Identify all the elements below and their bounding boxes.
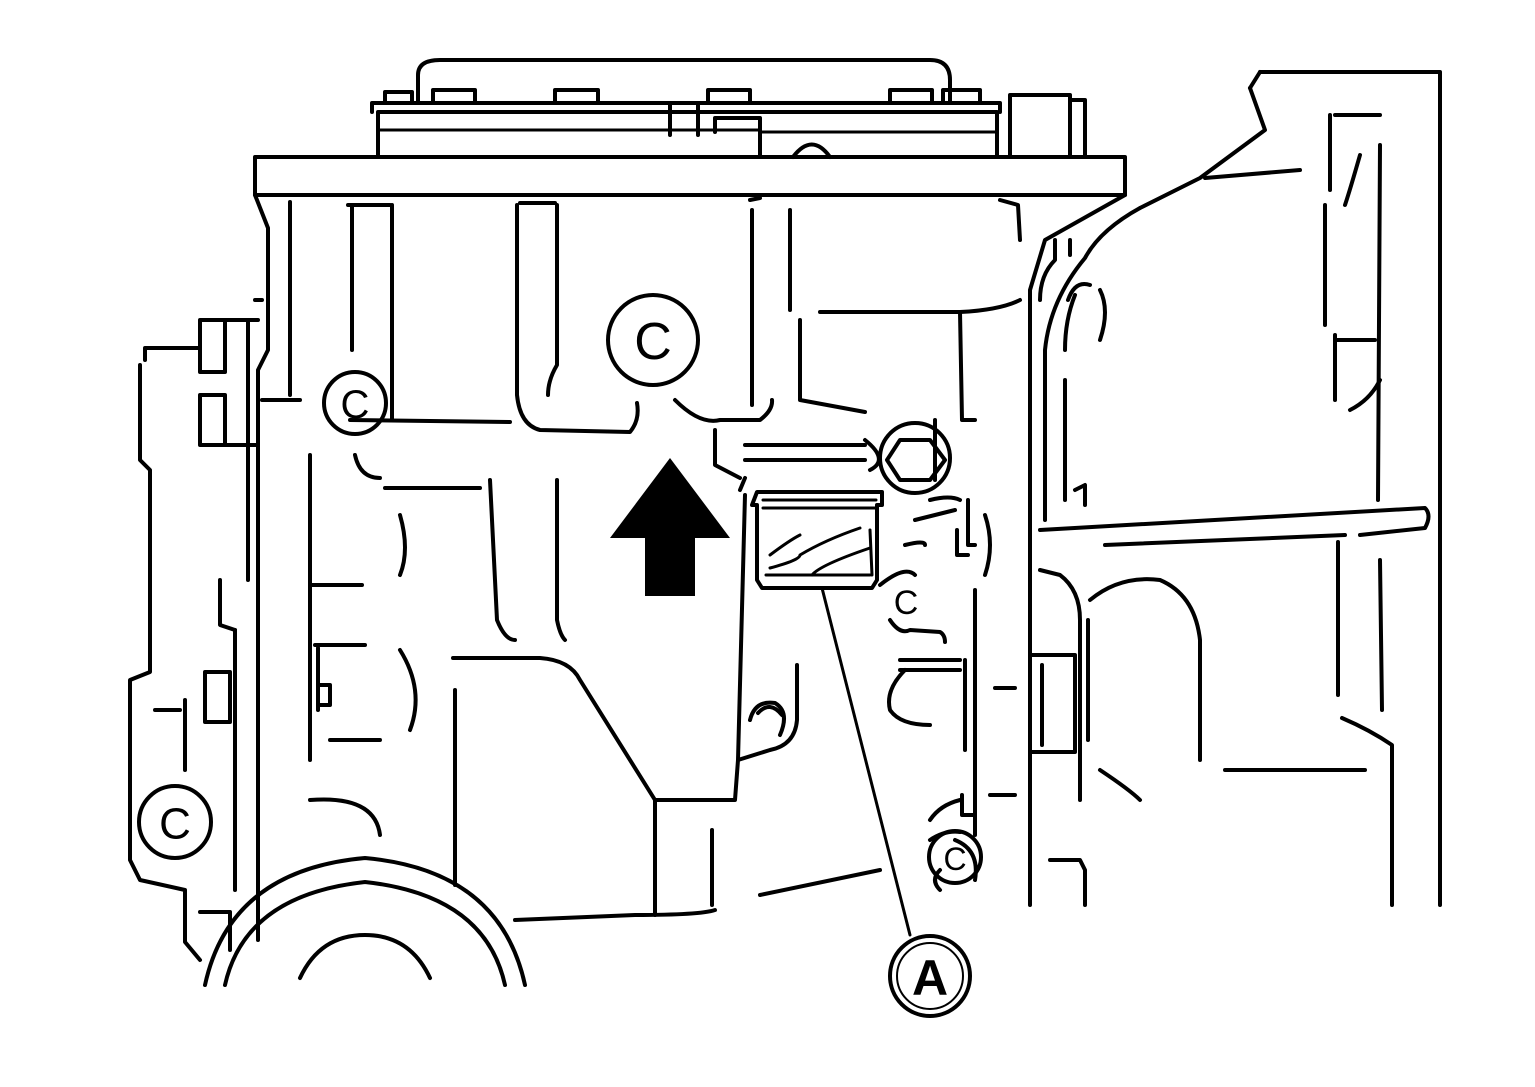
seal-mark-label: C — [943, 841, 966, 877]
seal-mark-label: C — [634, 313, 672, 371]
crank-pulley — [203, 856, 527, 987]
seal-mark-3: C — [137, 784, 213, 860]
callout-a: A — [820, 586, 972, 1018]
seal-mark-label: C — [159, 800, 191, 849]
oil-pan-body — [253, 193, 1127, 942]
seal-mark-label: C — [894, 584, 919, 622]
right-housing — [1028, 70, 1442, 907]
seal-mark-1: C — [606, 293, 700, 387]
callout-label: A — [912, 950, 948, 1006]
seal-mark-6 — [756, 705, 784, 717]
seal-mark-label: C — [341, 383, 370, 427]
hex-bolt — [878, 421, 952, 495]
direction-arrow-icon — [610, 458, 730, 596]
seal-mark-4: C — [927, 829, 983, 885]
seal-mark-2: C — [322, 370, 388, 436]
seal-mark-5: C — [894, 584, 919, 622]
left-bracket — [128, 298, 332, 962]
drain-plug — [750, 490, 884, 590]
top-cover — [253, 58, 1127, 197]
